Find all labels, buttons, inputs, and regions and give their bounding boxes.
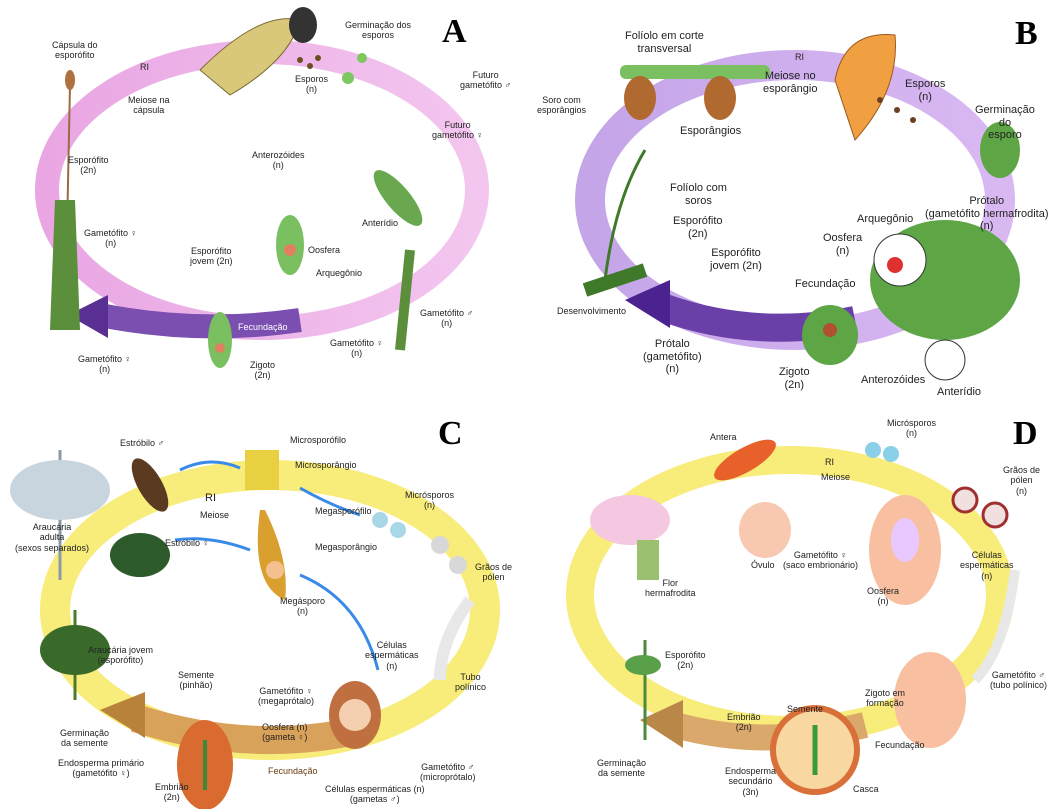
label-graos: Grãos de pólen [475, 562, 512, 583]
label-gametofito-fem-3: Gametófito ♀ (n) [78, 354, 131, 375]
label-esporofito: Esporófito (2n) [665, 650, 706, 671]
label-graos: Grãos de pólen (n) [1003, 465, 1040, 496]
label-futuro-masc: Futuro gametófito ♂ [460, 70, 511, 91]
label-fecundacao: Fecundação [795, 278, 856, 291]
label-foliolo-corte: Folíolo em corte transversal [625, 30, 704, 55]
label-esporofito-jovem: Esporófito jovem (2n) [190, 246, 233, 267]
label-oosfera: Oosfera (n) (gameta ♀) [262, 722, 308, 743]
label-megasporangio: Megasporângio [315, 542, 377, 552]
ri-label: RI [795, 52, 804, 62]
panel-c-gymnosperm-cycle: C RI Meiose Estróbilo ♂ Microsporófilo M… [0, 410, 520, 809]
label-araucaria-jovem: Araucária jovem (esporófito) [88, 645, 153, 666]
label-microsporos: Micrósporos (n) [887, 418, 936, 439]
label-estrobilo-masc: Estróbilo ♂ [120, 438, 164, 448]
panel-letter: A [442, 13, 467, 51]
label-fecundacao: Fecundação [268, 766, 318, 776]
label-anteridio: Anterídio [362, 218, 398, 228]
ri-label: RI [205, 492, 216, 505]
label-celulas: Células espermáticas (n) [960, 550, 1014, 581]
label-zigoto: Zigoto (2n) [779, 366, 810, 391]
label-fecundacao: Fecundação [875, 740, 925, 750]
label-protalo-hermafrodita: Prótalo (gametófito hermafrodita) (n) [925, 195, 1049, 233]
label-oosfera: Oosfera (n) [867, 586, 899, 607]
label-foliolo-soros: Folíolo com soros [670, 182, 727, 207]
label-esporofito: Esporófito (2n) [673, 215, 723, 240]
label-ovulo: Óvulo [751, 560, 775, 570]
label-meiose: Meiose [821, 472, 850, 482]
label-megasporofilo: Megasporófilo [315, 506, 372, 516]
ri-label: RI [140, 62, 149, 72]
label-flor: Flor hermafrodita [645, 578, 696, 599]
label-esporos: Esporos (n) [295, 74, 328, 95]
label-anteridio: Anterídio [937, 386, 981, 399]
label-celulas-espermaticas: Células espermáticas (n) (gametas ♂) [325, 784, 425, 805]
label-araucaria-adulta: Araucária adulta (sexos separados) [15, 522, 89, 553]
label-gametofito-masc: Gametófito ♂ (tubo polínico) [990, 670, 1047, 691]
label-anterozoides: Anterozóides [861, 374, 925, 387]
label-esporofito-jovem: Esporófito jovem (2n) [710, 247, 762, 272]
panel-c-illustration [0, 410, 520, 809]
label-germinacao: Germinação dos esporos [345, 20, 411, 41]
label-meiose: Meiose no esporângio [763, 70, 817, 95]
label-germinacao: Germinação da semente [60, 728, 109, 749]
label-gametofito-fem: Gametófito ♀ (saco embrionário) [783, 550, 858, 571]
ri-label: RI [825, 457, 834, 467]
label-zigoto: Zigoto (2n) [250, 360, 275, 381]
label-arquegonio: Arquegônio [316, 268, 362, 278]
label-gametofito-fem: Gametófito ♀ (megaprótalo) [258, 686, 314, 707]
label-endosperma: Endosperma secundário (3n) [725, 766, 776, 797]
label-antera: Antera [710, 432, 737, 442]
label-esporangios: Esporângios [680, 125, 741, 138]
label-endosperma: Endosperma primário (gametófito ♀) [58, 758, 144, 779]
label-casca: Casca [853, 784, 879, 794]
label-zigoto: Zigoto em formação [865, 688, 905, 709]
label-semente: Semente (pinhão) [178, 670, 214, 691]
label-futuro-fem: Futuro gametófito ♀ [432, 120, 483, 141]
label-gametofito-fem-1: Gametófito ♀ (n) [84, 228, 137, 249]
label-capsula: Cápsula do esporófito [52, 40, 98, 61]
panel-a-bryophyte-cycle: A RI Cápsula do esporófito Germinação do… [0, 0, 520, 400]
label-oosfera: Oosfera (n) [823, 232, 862, 257]
label-fecundacao: Fecundação [238, 322, 288, 332]
label-protalo: Prótalo (gametófito) (n) [643, 338, 702, 376]
label-tubo: Tubo polínico [455, 672, 486, 693]
label-germinacao: Germinação da semente [597, 758, 646, 779]
panel-d-illustration [525, 410, 1049, 809]
panel-b-fern-cycle: B RI Folíolo em corte transversal Meiose… [525, 0, 1049, 405]
label-gametofito-masc: Gametófito ♂ (microprótalo) [420, 762, 476, 783]
label-esporofito: Esporófito (2n) [68, 155, 109, 176]
label-embriao: Embrião (2n) [155, 782, 189, 803]
label-meiose: Meiose na cápsula [128, 95, 170, 116]
label-desenvolvimento: Desenvolvimento [557, 306, 626, 316]
label-gametofito-masc: Gametófito ♂ (n) [420, 308, 473, 329]
label-estrobilo-fem: Estróbilo ♀ [165, 538, 209, 548]
label-semente: Semente [787, 704, 823, 714]
label-microsporangio: Microsporângio [295, 460, 357, 470]
panel-d-angiosperm-cycle: D RI Meiose Antera Micrósporos (n) Grãos… [525, 410, 1049, 809]
panel-letter: B [1015, 15, 1038, 53]
label-embriao: Embrião (2n) [727, 712, 761, 733]
label-esporos: Esporos (n) [905, 78, 945, 103]
panel-letter: C [438, 415, 463, 453]
label-oosfera: Oosfera [308, 245, 340, 255]
label-meiose: Meiose [200, 510, 229, 520]
label-microsporofilo: Microsporófilo [290, 435, 346, 445]
panel-letter: D [1013, 415, 1038, 453]
label-microsporos: Micrósporos (n) [405, 490, 454, 511]
label-arquegonio: Arquegônio [857, 213, 913, 226]
label-megasporo: Megásporo (n) [280, 596, 325, 617]
label-germinacao: Germinação do esporo [975, 104, 1035, 142]
label-celulas: Células espermáticas (n) [365, 640, 419, 671]
label-gametofito-fem-2: Gametófito ♀ (n) [330, 338, 383, 359]
label-anterozoides: Anterozóides (n) [252, 150, 305, 171]
label-soro: Soro com esporângios [537, 95, 586, 116]
